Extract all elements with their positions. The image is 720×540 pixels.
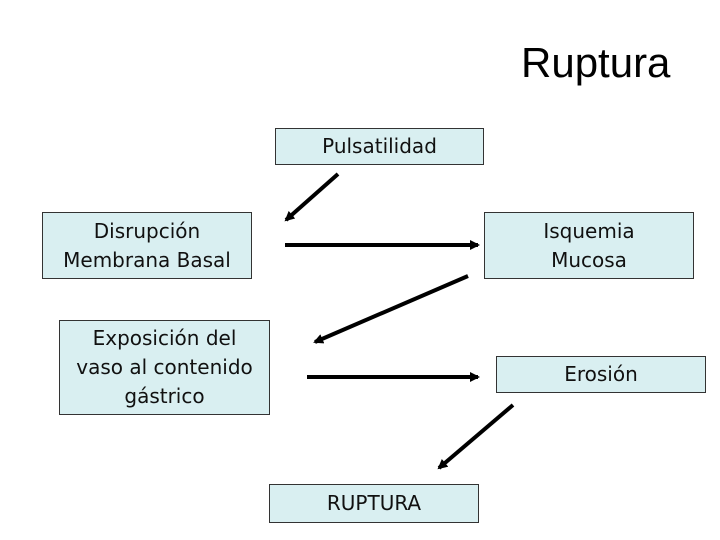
node-pulsatilidad: Pulsatilidad (275, 128, 484, 165)
node-isquemia-mucosa: Isquemia Mucosa (484, 212, 694, 279)
arrow-erosion-to-ruptura (437, 403, 515, 470)
node-disrupcion-membrana-basal: Disrupción Membrana Basal (42, 212, 252, 279)
arrow-pulsatilidad-to-disrupcion (284, 172, 340, 222)
arrow-isquemia-to-exposicion (313, 274, 469, 344)
node-exposicion-vaso: Exposición del vaso al contenido gástric… (59, 320, 270, 415)
node-erosion: Erosión (496, 356, 706, 393)
node-ruptura: RUPTURA (269, 484, 479, 523)
slide-title: Ruptura (521, 39, 671, 86)
